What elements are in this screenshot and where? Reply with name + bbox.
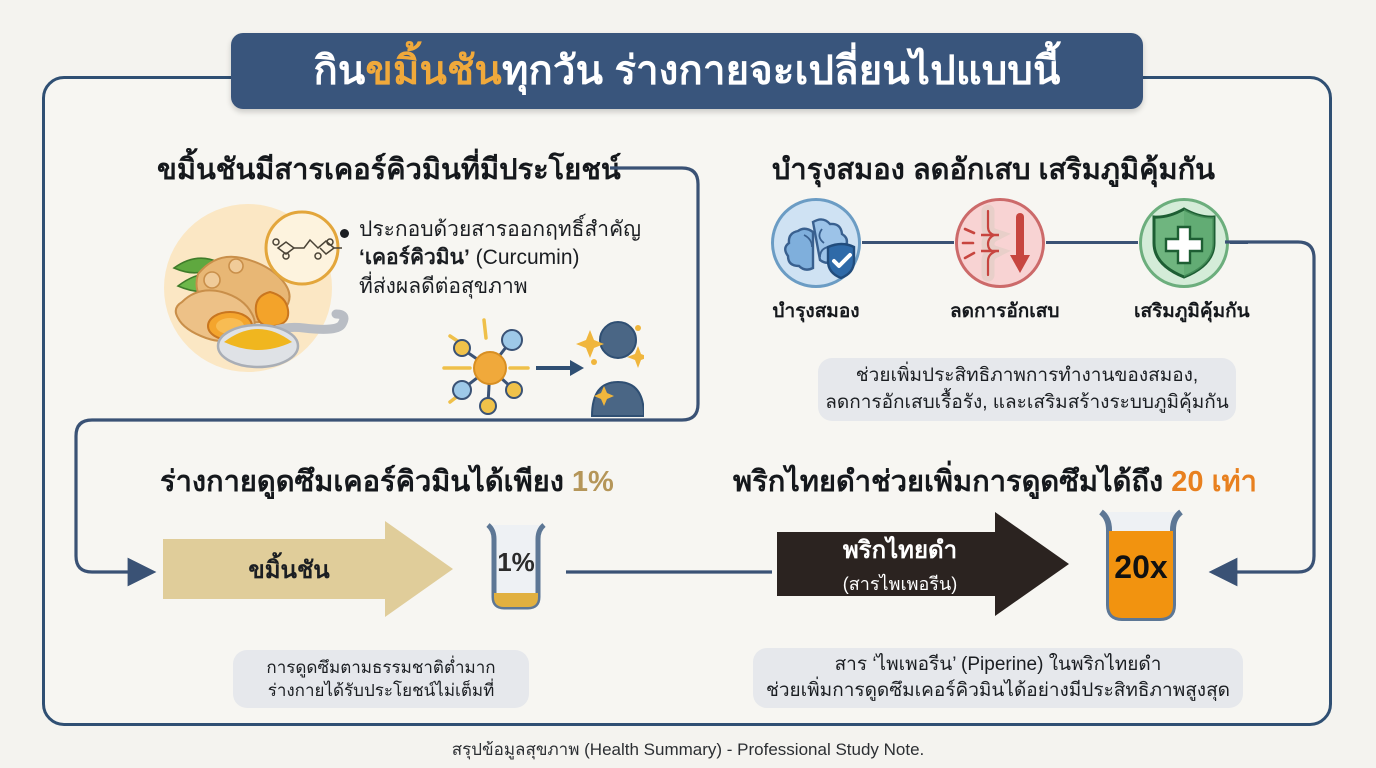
pepper-flow-arrow: พริกไทยดำ (สารไพเพอรีน) xyxy=(777,512,1069,616)
title-bar: กินขมิ้นชันทุกวัน ร่างกายจะเปลี่ยนไปแบบน… xyxy=(231,33,1143,109)
benefit-immunity-label: เสริมภูมิคุ้มกัน xyxy=(1134,301,1250,322)
curcumin-bullet-text: ประกอบด้วยสารออกฤทธิ์สำคัญ ‘เคอร์คิวมิน’… xyxy=(359,216,641,301)
footer-note: สรุปข้อมูลสุขภาพ (Health Summary) - Prof… xyxy=(451,740,925,759)
title-before: กิน xyxy=(313,49,366,93)
turmeric-flow-arrow: ขมิ้นชัน xyxy=(163,521,453,617)
bullet-line-2-bold: ‘เคอร์คิวมิน’ xyxy=(359,246,470,270)
bullet-line-1: ประกอบด้วยสารออกฤทธิ์สำคัญ xyxy=(359,218,642,241)
page-title: กินขมิ้นชันทุกวัน ร่างกายจะเปลี่ยนไปแบบน… xyxy=(313,51,1060,91)
molecule-to-person-illustration xyxy=(424,312,649,424)
pepper-heading-text: พริกไทยดำช่วยเพิ่มการดูดซึมได้ถึง xyxy=(733,466,1172,498)
benefit-brain-label: บำรุงสมอง xyxy=(772,301,860,322)
benefit-connector-1 xyxy=(862,241,954,244)
benefits-caption-line2: ลดการอักเสบเรื้อรัง, และเสริมสร้างระบบภู… xyxy=(825,391,1229,413)
benefits-caption: ช่วยเพิ่มประสิทธิภาพการทำงานของสมอง, ลดก… xyxy=(818,358,1236,421)
bullet-line-2-rest: (Curcumin) xyxy=(469,246,580,270)
joint-down-arrow-icon xyxy=(955,198,1045,288)
absorption-heading-text: ร่างกายดูดซึมเคอร์คิวมินได้เพียง xyxy=(160,466,572,498)
section-heading-curcumin: ขมิ้นชันมีสารเคอร์คิวมินที่มีประโยชน์ xyxy=(157,154,621,186)
title-after: ทุกวัน ร่างกายจะเปลี่ยนไปแบบนี้ xyxy=(501,49,1061,93)
section-heading-pepper: พริกไทยดำช่วยเพิ่มการดูดซึมได้ถึง 20 เท่… xyxy=(733,458,1257,504)
absorption-caption: การดูดซึมตามธรรมชาติต่ำมาก ร่างกายได้รับ… xyxy=(233,650,529,708)
absorption-caption-line1: การดูดซึมตามธรรมชาติต่ำมาก xyxy=(266,657,496,677)
pepper-heading-value: 20 เท่า xyxy=(1171,466,1257,498)
section-heading-absorption: ร่างกายดูดซึมเคอร์คิวมินได้เพียง 1% xyxy=(160,458,614,504)
benefit-connector-2 xyxy=(1046,241,1138,244)
beaker-twenty-x-value: 20x xyxy=(1114,549,1168,585)
beaker-one-percent-value: 1% xyxy=(497,547,535,577)
brain-shield-icon xyxy=(771,198,861,288)
person-icon xyxy=(590,321,646,417)
pepper-caption: สาร ‘ไพเพอรีน’ (Piperine) ในพริกไทยดำ ช่… xyxy=(753,648,1243,708)
shield-plus-icon xyxy=(1139,198,1229,288)
benefit-brain: บำรุงสมอง xyxy=(766,198,866,326)
absorption-heading-value: 1% xyxy=(571,466,614,498)
curcumin-bullet: ประกอบด้วยสารออกฤทธิ์สำคัญ ‘เคอร์คิวมิน’… xyxy=(340,216,670,301)
transition-arrow-icon xyxy=(536,360,584,376)
benefit-inflammation-label: ลดการอักเสบ xyxy=(950,301,1060,322)
benefits-caption-line1: ช่วยเพิ่มประสิทธิภาพการทำงานของสมอง, xyxy=(855,365,1199,387)
bullet-line-3: ที่ส่งผลดีต่อสุขภาพ xyxy=(359,274,528,298)
absorption-caption-line2: ร่างกายได้รับประโยชน์ไม่เต็มที่ xyxy=(267,681,495,700)
section-heading-benefits: บำรุงสมอง ลดอักเสบ เสริมภูมิคุ้มกัน xyxy=(772,154,1215,186)
title-highlight: ขมิ้นชัน xyxy=(365,49,502,93)
molecule-icon xyxy=(442,318,530,415)
bullet-dot-icon xyxy=(340,229,349,238)
benefits-row: บำรุงสมอง ลดการอักเสบ xyxy=(766,198,1250,338)
benefit-immunity: เสริมภูมิคุ้มกัน xyxy=(1134,198,1250,326)
beaker-one-percent: 1% xyxy=(478,519,554,615)
turmeric-illustration xyxy=(152,196,352,381)
benefit-inflammation: ลดการอักเสบ xyxy=(950,198,1060,326)
pepper-caption-line1: สาร ‘ไพเพอรีน’ (Piperine) ในพริกไทยดำ xyxy=(834,653,1162,675)
beaker-twenty-x: 20x xyxy=(1087,505,1195,630)
pepper-caption-line2: ช่วยเพิ่มการดูดซึมเคอร์คิวมินได้อย่างมีป… xyxy=(765,680,1231,701)
